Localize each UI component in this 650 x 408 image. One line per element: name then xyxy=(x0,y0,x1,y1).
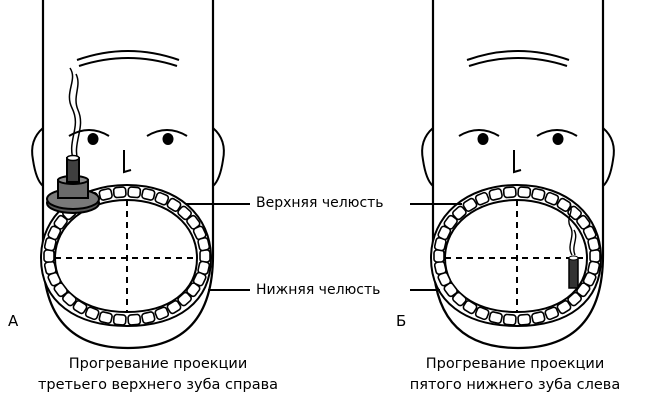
tooth xyxy=(502,186,517,199)
tooth xyxy=(452,205,467,221)
face-b xyxy=(421,0,615,350)
teeth-a xyxy=(43,186,211,326)
tooth xyxy=(517,313,532,326)
caption-a: Прогревание проекции третьего верхнего з… xyxy=(28,354,288,396)
tooth xyxy=(43,260,57,275)
tooth xyxy=(488,187,503,201)
tooth xyxy=(98,311,113,325)
tooth xyxy=(567,291,582,307)
tooth xyxy=(433,249,445,263)
panel-letter-b: Б xyxy=(396,312,407,330)
tooth xyxy=(544,191,560,206)
smoke-icon xyxy=(68,67,77,163)
tooth xyxy=(43,249,55,263)
tooth xyxy=(576,282,591,298)
tooth xyxy=(556,197,572,212)
tooth xyxy=(443,214,458,230)
tooth xyxy=(127,186,142,199)
tooth xyxy=(112,313,127,326)
tooth xyxy=(474,191,490,206)
tooth xyxy=(141,187,156,201)
tooth xyxy=(517,186,532,199)
caption-a-line2: третьего верхнего зуба справа xyxy=(37,377,279,393)
tooth xyxy=(166,197,182,212)
tooth xyxy=(452,291,467,307)
tooth xyxy=(589,249,601,263)
caption-b: Прогревание проекции пятого нижнего зуба… xyxy=(385,354,645,396)
tooth xyxy=(177,205,192,221)
tooth xyxy=(556,300,572,315)
tooth xyxy=(197,237,211,252)
tooth xyxy=(488,311,503,325)
caption-b-line1: Прогревание проекции xyxy=(425,356,605,372)
tooth xyxy=(177,291,192,307)
tooth xyxy=(112,186,127,199)
tooth xyxy=(141,311,156,325)
tooth xyxy=(154,191,170,206)
tooth xyxy=(474,306,490,321)
tooth xyxy=(154,306,170,321)
tooth xyxy=(127,313,142,326)
face-a xyxy=(31,0,225,350)
tooth xyxy=(544,306,560,321)
tooth xyxy=(462,197,478,212)
tooth xyxy=(587,237,601,252)
label-upper-jaw: Верхняя челюсть xyxy=(256,195,384,211)
tooth xyxy=(53,214,68,230)
tooth xyxy=(84,306,100,321)
tooth xyxy=(72,300,88,315)
tooth xyxy=(62,291,77,307)
caption-b-line2: пятого нижнего зуба слева xyxy=(409,377,621,393)
tooth xyxy=(98,187,113,201)
moxa-cone-icon xyxy=(46,67,100,214)
tooth xyxy=(531,311,546,325)
tooth xyxy=(531,187,546,201)
tooth xyxy=(433,260,447,275)
moxa-stick-icon xyxy=(568,203,579,289)
tooth xyxy=(462,300,478,315)
teeth-b xyxy=(433,186,601,326)
tooth xyxy=(199,249,211,263)
label-lower-jaw: Нижняя челюсть xyxy=(256,282,381,298)
tooth xyxy=(502,313,517,326)
caption-a-line1: Прогревание проекции xyxy=(68,356,248,372)
panel-letter-a: А xyxy=(8,312,19,330)
tooth xyxy=(166,300,182,315)
tooth xyxy=(186,282,201,298)
